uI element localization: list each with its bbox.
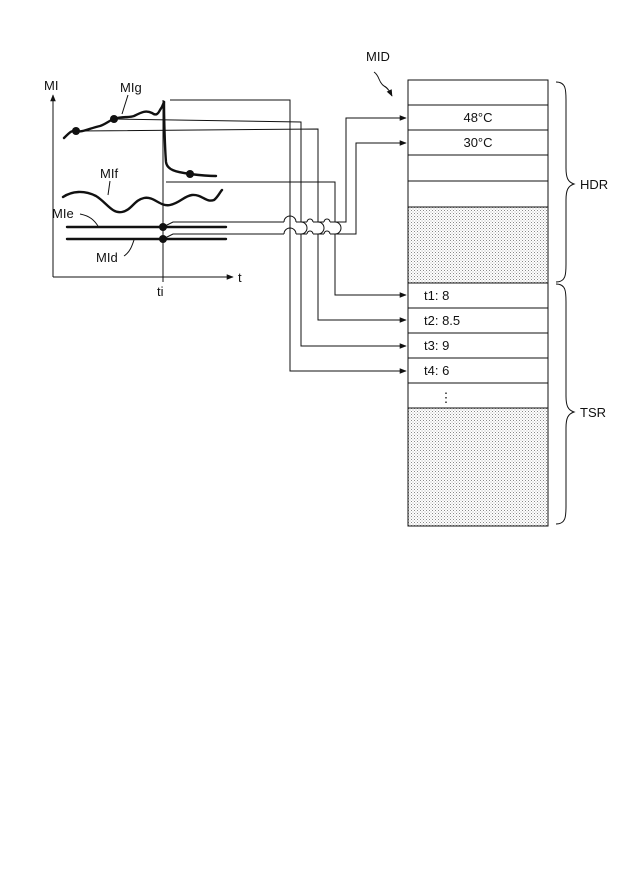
connector-mig-t2-hop	[318, 222, 324, 234]
time-cell-4	[408, 383, 548, 408]
header-cell-3	[408, 155, 548, 181]
mif-label: MIf	[100, 166, 118, 181]
mie-label: MIe	[52, 206, 74, 221]
connector-mid-hop-b	[307, 231, 313, 234]
mif-curve	[63, 190, 222, 212]
tsr-brace	[556, 284, 574, 524]
time-cell-text-4: ⋮	[440, 390, 453, 405]
header-cell-0	[408, 80, 548, 105]
ti-label: ti	[157, 284, 164, 299]
connector-mig-t1-hop	[335, 222, 341, 234]
header-cell-text-2: 30°C	[463, 135, 492, 150]
time-cell-text-0: t1: 8	[424, 288, 449, 303]
mid-table-squiggle-arrow	[374, 72, 392, 96]
header-cell-text-1: 48°C	[463, 110, 492, 125]
mif-leader	[108, 181, 110, 195]
mid-leader	[124, 240, 134, 256]
connectors	[76, 100, 406, 371]
mid-label: MId	[96, 250, 118, 265]
header-cell-4	[408, 181, 548, 207]
connector-mig-t3-hop	[301, 222, 307, 234]
mie-leader	[80, 214, 98, 226]
mi-axis-label: MI	[44, 78, 58, 93]
mig-label: MIg	[120, 80, 142, 95]
connector-mig-t3	[114, 119, 406, 346]
time-cell-text-1: t2: 8.5	[424, 313, 460, 328]
connector-mie-48	[163, 118, 406, 227]
mig-node-3	[186, 170, 194, 178]
connector-mie-hop-b	[307, 219, 313, 222]
hdr-label: HDR	[580, 177, 608, 192]
hdr-brace	[556, 82, 574, 282]
mig-leader	[122, 95, 128, 114]
graph: MI t ti MIg MIf MIe MId	[44, 78, 242, 299]
mig-drop-curve	[164, 102, 216, 176]
time-cell-text-2: t3: 9	[424, 338, 449, 353]
connector-mie-hop-c	[324, 219, 330, 222]
time-cell-text-3: t4: 6	[424, 363, 449, 378]
connector-mid-30	[163, 143, 406, 239]
header-shaded-area	[408, 207, 548, 283]
mid-table-label: MID	[366, 49, 390, 64]
tsr-label: TSR	[580, 405, 606, 420]
time-shaded-area	[408, 408, 548, 526]
mid-table: MID 48°C 30°C t1: 8 t2: 8.5 t3: 9 t4: 6 …	[366, 49, 548, 526]
t-axis-label: t	[238, 270, 242, 285]
connector-mid-hop-c	[324, 231, 330, 234]
braces: HDR TSR	[556, 82, 608, 524]
connector-mig-t4	[170, 100, 406, 371]
